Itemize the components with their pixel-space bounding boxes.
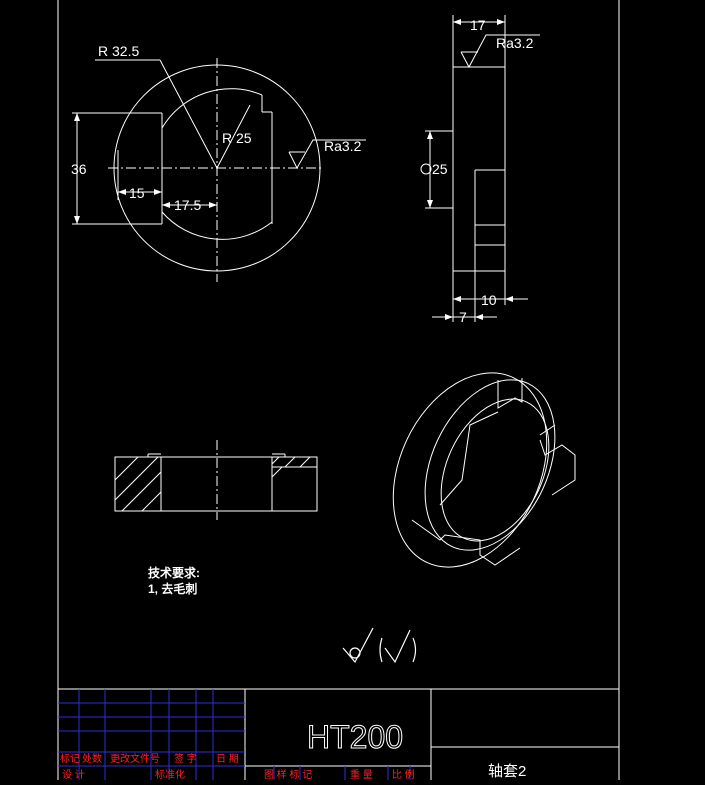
hatch-left <box>114 456 162 512</box>
notes-item-1: 1, 去毛刺 <box>148 581 197 596</box>
width-7-label: 7 <box>459 309 467 325</box>
width-17-5-label: 17.5 <box>174 197 201 213</box>
isometric-view <box>392 372 576 568</box>
side-view-arrows <box>427 19 513 320</box>
header-count: 处数 <box>82 752 102 765</box>
side-view-labels: 17 Ra3.2 25 10 7 <box>420 17 534 325</box>
inner-arc-bottom <box>161 211 273 240</box>
radius-outer-label: R 32.5 <box>98 43 139 59</box>
label-scale: 比 例 <box>392 768 415 780</box>
front-view-labels: R 32.5 R 25 36 15 17.5 Ra3.2 <box>71 43 362 213</box>
label-standardization: 标准化 <box>155 768 185 780</box>
front-view <box>72 58 366 282</box>
inner-arc-top <box>161 88 263 129</box>
hatch-right <box>271 456 311 478</box>
radius-inner-label: R 25 <box>222 130 252 146</box>
label-design: 设 计 <box>62 768 85 780</box>
diameter-25-label: 25 <box>432 161 448 177</box>
header-signature: 签 字 <box>174 752 197 765</box>
roughness-side-label: Ra3.2 <box>496 35 534 51</box>
title-block-labels: 标记 处数 更改文件号 签 字 日 期 设 计 标准化 图 样 标 记 重 量 … <box>60 752 415 781</box>
width-17-label: 17 <box>470 17 486 33</box>
side-outline <box>452 66 506 272</box>
width-15-label: 15 <box>129 185 145 201</box>
front-view-arrows <box>74 113 217 224</box>
material-label: HT200 <box>307 719 403 755</box>
title-block <box>58 688 619 780</box>
section-view <box>114 440 318 520</box>
tech-notes: 技术要求: 1, 去毛刺 <box>148 565 200 596</box>
label-weight: 重 量 <box>350 768 373 780</box>
header-mark: 标记 <box>60 753 80 765</box>
width-10-label: 10 <box>481 292 497 308</box>
notes-heading: 技术要求: <box>148 565 200 580</box>
part-name-label: 轴套2 <box>488 763 526 780</box>
height-36-label: 36 <box>71 161 87 177</box>
header-date: 日 期 <box>216 753 239 765</box>
label-drawing-mark: 图 样 标 记 <box>264 768 312 780</box>
roughness-remainder-symbol <box>342 627 417 664</box>
diameter-symbol <box>420 163 432 175</box>
side-view <box>425 15 540 322</box>
roughness-front-label: Ra3.2 <box>324 138 362 154</box>
header-change-doc: 更改文件号 <box>110 752 160 765</box>
drawing-border <box>57 0 620 780</box>
